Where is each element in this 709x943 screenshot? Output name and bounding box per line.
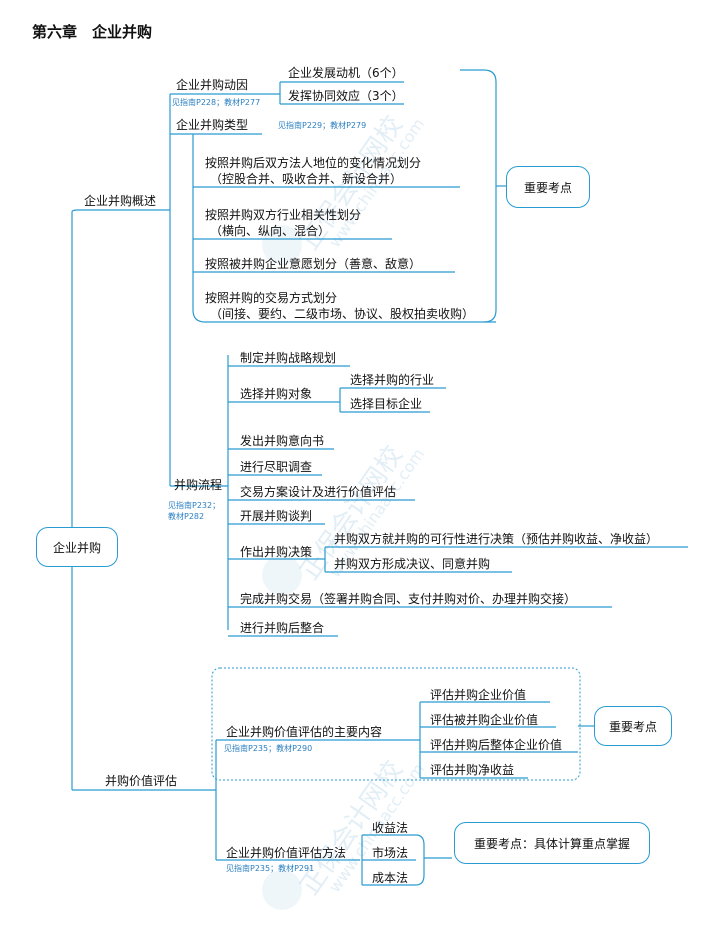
key-point-label: 重要考点：具体计算重点掌握: [473, 836, 630, 851]
process-step: 交易方案设计及进行价值评估: [240, 485, 397, 499]
motive-item: 企业发展动机（6个）: [288, 66, 404, 80]
key-point-badge: 重要考点: [506, 166, 590, 208]
type-item: 按照并购双方行业相关性划分: [205, 208, 362, 222]
process-step: 作出并购决策: [240, 545, 313, 559]
process-step: 完成并购交易（签署并购合同、支付并购对价、办理并购交接）: [240, 592, 577, 606]
motive-item: 发挥协同效应（3个）: [288, 89, 404, 103]
root-label: 企业并购: [52, 540, 101, 555]
process-step: 发出并购意向书: [240, 434, 325, 448]
valuation-content-item: 评估被并购企业价值: [430, 713, 539, 727]
valuation-content-item: 评估并购后整体企业价值: [430, 738, 563, 752]
valuation-method: 收益法: [372, 821, 409, 835]
valuation-content-label: 企业并购价值评估的主要内容: [226, 725, 383, 739]
overview-label: 企业并购概述: [84, 194, 157, 208]
process-step: 选择并购对象: [240, 387, 313, 401]
process-ref: 见指南P232；: [168, 501, 221, 510]
process-label: 并购流程: [174, 478, 223, 492]
type-item: 按照并购的交易方式划分: [205, 291, 338, 305]
type-item: 按照被并购企业意愿划分（善意、敌意）: [205, 257, 422, 271]
valuation-methods-ref: 见指南P235；教材P291: [226, 864, 315, 873]
type-item-detail: （横向、纵向、混合）: [210, 224, 331, 238]
process-step: 进行并购后整合: [240, 621, 325, 635]
valuation-content-item: 评估并购企业价值: [430, 688, 527, 702]
process-substep: 选择并购的行业: [350, 373, 435, 387]
valuation-content-item: 评估并购净收益: [430, 763, 515, 777]
watermark-logo: [262, 225, 302, 265]
motives-label: 企业并购动因: [176, 78, 249, 92]
process-ref: 教材P282: [168, 512, 205, 521]
process-step: 进行尽职调查: [240, 460, 313, 474]
process-substep: 并购双方形成决议、同意并购: [334, 557, 491, 571]
process-step: 制定并购战略规划: [240, 351, 337, 365]
valuation-methods-label: 企业并购价值评估方法: [226, 846, 347, 860]
types-label: 企业并购类型: [176, 118, 249, 132]
motives-ref: 见指南P228；教材P277: [172, 98, 261, 107]
valuation-content-ref: 见指南P235；教材P290: [224, 744, 313, 753]
valuation-method: 成本法: [372, 871, 409, 885]
valuation-label: 并购价值评估: [105, 774, 178, 788]
process-substep: 并购双方就并购的可行性进行决策（预估并购收益、净收益）: [334, 532, 659, 546]
watermark-logo: [262, 870, 302, 910]
page-title: 第六章 企业并购: [32, 23, 153, 41]
root-node: 企业并购: [36, 527, 118, 567]
type-item: 按照并购后双方法人地位的变化情况划分: [205, 156, 422, 170]
process-step: 开展并购谈判: [240, 509, 313, 523]
process-substep: 选择目标企业: [350, 397, 423, 411]
type-item-detail: （间接、要约、二级市场、协议、股权拍卖收购）: [210, 307, 475, 321]
key-point-badge: 重要考点：具体计算重点掌握: [454, 822, 650, 864]
type-item-detail: （控股合并、吸收合并、新设合并）: [210, 172, 403, 186]
key-point-badge: 重要考点: [594, 706, 672, 746]
key-point-label: 重要考点: [608, 719, 657, 734]
key-point-label: 重要考点: [523, 180, 572, 195]
valuation-method: 市场法: [372, 846, 409, 860]
watermark-logo: [262, 555, 302, 595]
types-ref: 见指南P229；教材P279: [278, 121, 367, 130]
